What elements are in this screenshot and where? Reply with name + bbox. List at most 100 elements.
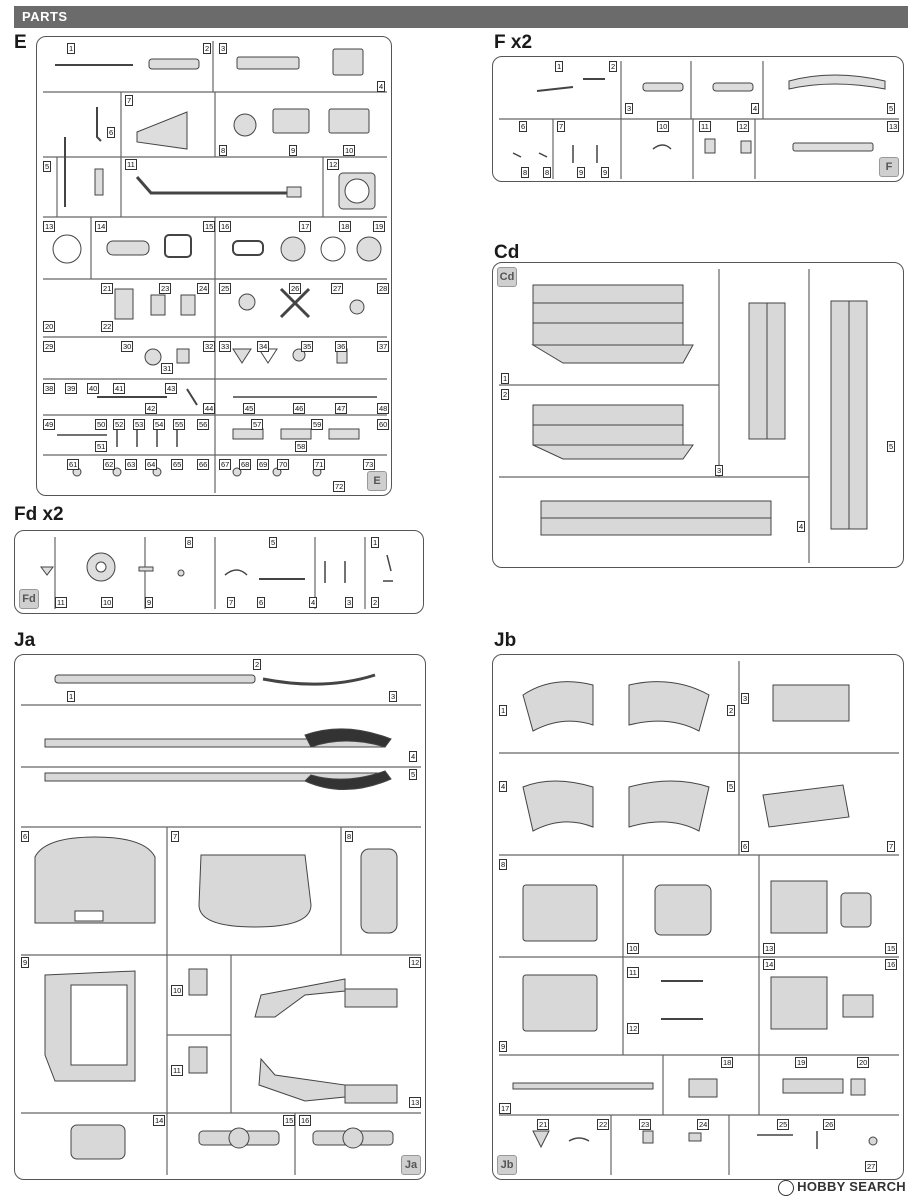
part-number: 52 (113, 419, 126, 430)
part-number: 16 (885, 959, 898, 970)
part-number: 2 (371, 597, 380, 608)
part-number: 4 (409, 751, 418, 762)
sprue-cd-drawing (499, 269, 868, 563)
part-number: 22 (597, 1119, 610, 1130)
part-number: 43 (165, 383, 178, 394)
part-number: 12 (737, 121, 750, 132)
part-number: 1 (371, 537, 380, 548)
part-number: 8 (345, 831, 354, 842)
sprue-f-title: F x2 (494, 32, 533, 53)
sprue-jb-title: Jb (494, 630, 517, 651)
sprue-e-title: E (14, 32, 27, 53)
part-number: 24 (697, 1119, 710, 1130)
part-number: 2 (203, 43, 212, 54)
sprue-fd-title: Fd x2 (14, 504, 64, 525)
part-number: 3 (625, 103, 634, 114)
part-number: 14 (153, 1115, 166, 1126)
part-number: 6 (21, 831, 30, 842)
part-number: 9 (577, 167, 586, 178)
hobby-search-logo-icon (778, 1180, 795, 1196)
part-number: 33 (219, 341, 232, 352)
part-number: 6 (257, 597, 266, 608)
part-number: 4 (751, 103, 760, 114)
sprue-fd-drawing (40, 537, 393, 609)
part-number: 44 (203, 403, 216, 414)
part-number: 15 (885, 943, 898, 954)
part-number: 59 (311, 419, 324, 430)
part-number: 11 (125, 159, 137, 170)
sprue-fd: Fd 1 2 3 4 5 6 7 8 9 10 11 (14, 530, 424, 614)
sprue-e-drawing (43, 41, 387, 493)
part-number: 4 (797, 521, 806, 532)
part-number: 8 (521, 167, 530, 178)
part-number: 60 (377, 419, 390, 430)
part-number: 48 (377, 403, 390, 414)
part-number: 10 (101, 597, 114, 608)
part-number: 8 (185, 537, 194, 548)
part-number: 2 (501, 389, 510, 400)
part-number: 10 (627, 943, 640, 954)
parts-header: PARTS (14, 6, 908, 28)
part-number: 13 (409, 1097, 422, 1108)
part-number: 13 (43, 221, 56, 232)
part-number: 65 (171, 459, 184, 470)
part-number: 19 (795, 1057, 808, 1068)
part-number: 10 (657, 121, 670, 132)
sprue-f-drawing (499, 61, 899, 179)
part-number: 37 (377, 341, 390, 352)
part-number: 5 (409, 769, 418, 780)
part-number: 27 (331, 283, 344, 294)
sprue-ja-drawing (21, 673, 421, 1175)
part-number: 1 (501, 373, 510, 384)
part-number: 23 (159, 283, 172, 294)
part-number: 72 (333, 481, 346, 492)
part-number: 31 (161, 363, 174, 374)
part-number: 2 (609, 61, 618, 72)
part-number: 57 (251, 419, 264, 430)
part-number: 1 (67, 691, 76, 702)
part-number: 6 (519, 121, 528, 132)
part-number: 11 (699, 121, 711, 132)
part-number: 38 (43, 383, 56, 394)
part-number: 10 (171, 985, 184, 996)
part-number: 18 (339, 221, 352, 232)
part-number: 16 (299, 1115, 312, 1126)
sprue-e: E 1 2 3 4 5 6 7 8 9 10 11 12 13 14 15 16… (36, 36, 392, 496)
part-number: 18 (721, 1057, 734, 1068)
part-number: 6 (107, 127, 116, 138)
part-number: 73 (363, 459, 376, 470)
part-number: 70 (277, 459, 290, 470)
part-number: 9 (601, 167, 610, 178)
part-number: 13 (887, 121, 900, 132)
part-number: 2 (253, 659, 262, 670)
part-number: 69 (257, 459, 270, 470)
sprue-ja: Ja 1 2 3 4 5 6 7 8 9 10 11 12 13 14 15 1… (14, 654, 426, 1180)
hobby-search-watermark: HOBBY SEARCH (778, 1179, 906, 1196)
part-number: 3 (389, 691, 398, 702)
part-number: 47 (335, 403, 348, 414)
part-number: 64 (145, 459, 158, 470)
part-number: 58 (295, 441, 308, 452)
part-number: 14 (95, 221, 108, 232)
part-number: 32 (203, 341, 216, 352)
part-number: 3 (219, 43, 228, 54)
part-number: 8 (219, 145, 228, 156)
part-number: 5 (727, 781, 736, 792)
part-number: 5 (43, 161, 52, 172)
sprue-f-tag: F (879, 157, 899, 177)
part-number: 40 (87, 383, 100, 394)
part-number: 12 (327, 159, 340, 170)
part-number: 61 (67, 459, 80, 470)
part-number: 8 (499, 859, 508, 870)
part-number: 45 (243, 403, 256, 414)
part-number: 42 (145, 403, 158, 414)
part-number: 49 (43, 419, 56, 430)
part-number: 56 (197, 419, 210, 430)
sprue-f: F 1 2 3 4 5 6 7 8 8 9 9 10 11 12 13 (492, 56, 904, 182)
part-number: 7 (171, 831, 180, 842)
part-number: 50 (95, 419, 108, 430)
part-number: 8 (543, 167, 552, 178)
part-number: 4 (499, 781, 508, 792)
part-number: 4 (309, 597, 318, 608)
part-number: 1 (555, 61, 564, 72)
